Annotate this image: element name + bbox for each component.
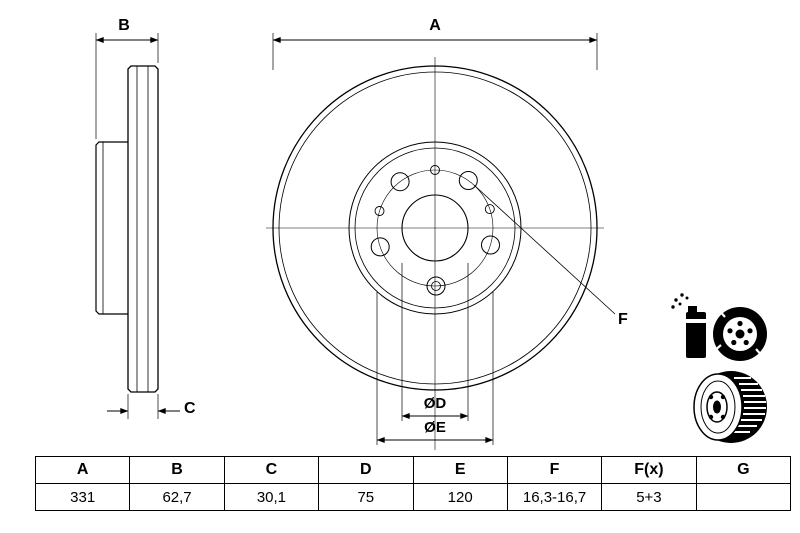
bolt-hole [370, 237, 390, 257]
dim-label-b: B [118, 17, 130, 34]
hat-outline [95, 141, 128, 315]
icon-bolt-dot [731, 339, 737, 346]
value-g [695, 483, 792, 511]
dim-label-f: F [618, 311, 628, 328]
spray-dot [678, 302, 682, 306]
aux-hole [374, 206, 385, 216]
bolt-hole [458, 171, 478, 190]
auxiliary-holes [374, 165, 495, 216]
dimension-table: A B C D E F F(x) G 331 62,7 30,1 75 120 … [34, 456, 792, 511]
spray-dot [674, 298, 678, 302]
icon-vent-fins [733, 377, 766, 433]
dimension-a: A [272, 17, 598, 70]
value-d: 75 [318, 483, 414, 511]
technical-drawing: B C [95, 17, 767, 450]
icon-bolt-dot [743, 339, 749, 346]
spray-can-body [686, 312, 706, 358]
dim-label-d: ØD [424, 395, 447, 412]
bolt-pitch-circle [376, 169, 494, 287]
side-view: B C [95, 17, 196, 419]
leader-line [473, 184, 616, 315]
center-bore-circle [401, 194, 469, 262]
bolt-hole [426, 276, 446, 296]
col-header-g: G [695, 456, 792, 484]
outer-chamfer-circle [278, 71, 592, 385]
col-header-fx: F(x) [601, 456, 697, 484]
icon-bolt-dot [747, 328, 753, 334]
dimension-d: ØD [401, 263, 469, 421]
icon-disc-bore [735, 329, 745, 339]
value-b: 62,7 [129, 483, 225, 511]
col-header-a: A [34, 456, 131, 484]
col-header-c: C [223, 456, 320, 484]
value-fx: 5+3 [601, 483, 697, 511]
icon-bolt-dot [708, 414, 714, 420]
spray-dot [680, 293, 684, 297]
value-c: 30,1 [223, 483, 320, 511]
icon-disc-slashes [712, 308, 764, 358]
col-header-f: F [506, 456, 603, 484]
table-header-row: A B C D E F F(x) G [34, 456, 792, 484]
icon-friction-ring [700, 380, 736, 434]
coating-spray-disc-icon [671, 293, 767, 361]
spray-dot [685, 296, 689, 300]
bolt-hole [390, 172, 410, 192]
table-value-row: 331 62,7 30,1 75 120 16,3-16,7 5+3 [34, 483, 792, 511]
dim-label-e: ØE [424, 419, 446, 436]
bolt-holes [370, 171, 500, 296]
icon-bolt-dot [720, 394, 726, 400]
aux-hole [484, 204, 495, 215]
dim-label-c: C [184, 400, 196, 417]
outer-diameter-circle [272, 65, 598, 391]
icon-bolt-dot [727, 328, 733, 334]
icon-bolt-dot [708, 394, 714, 400]
value-e: 120 [412, 483, 508, 511]
value-f: 16,3-16,7 [506, 483, 603, 511]
dim-label-a: A [429, 17, 441, 34]
front-view: A ØD ØE F [266, 17, 628, 450]
value-a: 331 [34, 483, 131, 511]
spray-dot [671, 305, 675, 309]
dimension-e: ØE [376, 292, 494, 445]
spray-can-nozzle [688, 306, 697, 313]
callout-f: F [473, 184, 628, 328]
dimension-b: B [95, 17, 159, 139]
col-header-e: E [412, 456, 508, 484]
friction-ring-outline [127, 65, 159, 393]
col-header-b: B [129, 456, 225, 484]
vented-brake-disc-icon [693, 371, 767, 443]
icon-bolt-dot [737, 320, 743, 327]
aux-hole [430, 165, 440, 175]
col-header-d: D [318, 456, 414, 484]
icon-center-bore [713, 400, 721, 414]
hat-inner-circle [354, 147, 516, 309]
dimension-c: C [107, 394, 196, 419]
bolt-hole [481, 235, 500, 255]
spray-can-band [686, 319, 706, 323]
bolt-hole-chamfer [431, 281, 441, 291]
icon-bolt-dot [720, 414, 726, 420]
